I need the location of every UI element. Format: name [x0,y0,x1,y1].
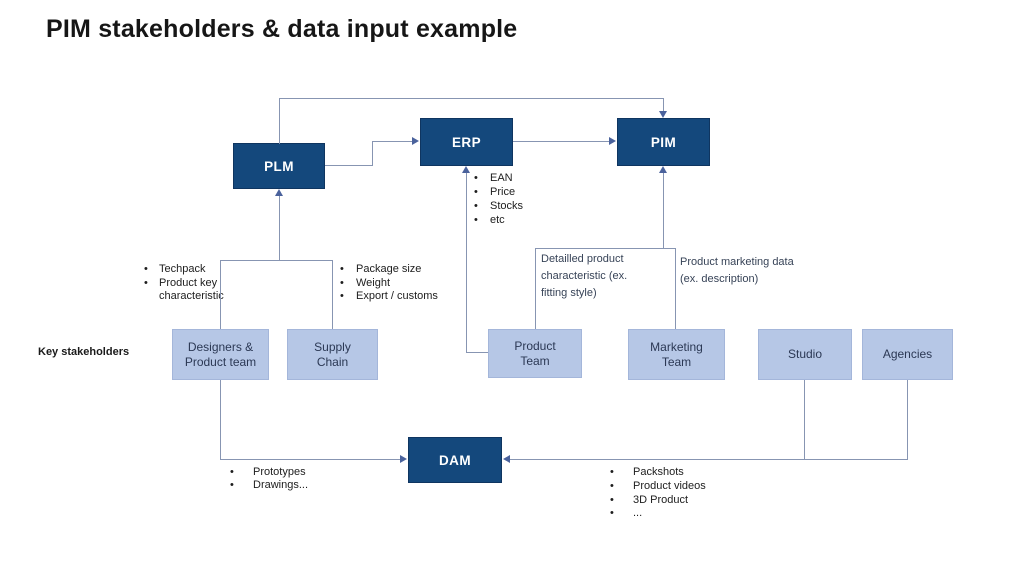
key-stakeholders-label: Key stakeholders [38,346,130,358]
product-team-to-pim-note: Detailled product characteristic (ex. fi… [541,253,628,299]
plm-box-label: PLM [264,158,294,174]
list-item: Package size [340,263,452,277]
connector-teams-to-pim-vertical [663,173,664,249]
list-item: EAN [474,171,574,185]
marketing-team-to-pim-note: Product marketing data (ex. description) [680,256,794,285]
connector-pim-top-drop [663,98,664,112]
list-item: Product key characteristic [144,277,236,304]
list-item: Techpack [144,263,236,277]
list-item: Export / customs [340,290,452,304]
connector-designers-to-dam-vertical [220,380,221,459]
stakeholder-designers-box: Designers & Product team [172,329,269,380]
erp-to-pim-data-list: EAN Price Stocks etc [474,171,574,227]
arrowhead-into-plm-bottom [275,189,283,196]
dam-box: DAM [408,437,502,483]
stakeholder-studio-box: Studio [758,329,852,380]
page-title: PIM stakeholders & data input example [46,15,518,43]
connector-teams-rail [535,248,676,249]
stakeholder-designers-label: Designers & Product team [184,339,257,369]
connector-supply-chain-riser [332,260,333,329]
erp-box-label: ERP [452,134,481,150]
list-item: Price [474,185,574,199]
designers-to-dam-input-list: Prototypes Drawings... [230,466,350,492]
supply-chain-to-plm-input-list: Package size Weight Export / customs [340,263,452,304]
list-item: 3D Product [610,494,750,508]
connector-product-team-to-erp-vertical [466,173,467,352]
connector-product-team-riser [535,248,536,329]
studio-agencies-to-dam-input-list: Packshots Product videos 3D Product ... [610,466,750,521]
connector-marketing-team-riser [675,248,676,329]
list-item: Stocks [474,199,574,213]
designers-to-plm-input-list: Techpack Product key characteristic [144,263,236,304]
arrowhead-into-dam-left [400,455,407,463]
connector-plm-to-erp-seg3 [372,141,413,142]
stakeholder-agencies-box: Agencies [862,329,953,380]
pim-box: PIM [617,118,710,166]
stakeholder-product-team-box: Product Team [488,329,582,378]
list-item: Packshots [610,466,750,480]
connector-studio-agencies-to-dam-rail [510,459,908,460]
plm-box: PLM [233,143,325,189]
connector-plm-stakeholders-rail [220,260,333,261]
connector-plm-top-vertical [279,98,280,144]
list-item: Drawings... [230,479,350,492]
arrowhead-into-pim-bottom [659,166,667,173]
connector-designers-to-dam-horizontal [220,459,401,460]
arrowhead-into-erp-bottom [462,166,470,173]
connector-plm-to-erp-seg1 [325,165,373,166]
arrowhead-into-erp-left [412,137,419,145]
connector-designers-riser [220,260,221,329]
stakeholder-supply-chain-label: Supply Chain [314,339,351,369]
connector-studio-drop [804,380,805,459]
list-item: Weight [340,277,452,291]
stakeholder-supply-chain-box: Supply Chain [287,329,378,380]
stakeholder-marketing-team-box: Marketing Team [628,329,725,380]
connector-agencies-drop [907,380,908,459]
stakeholder-agencies-label: Agencies [882,347,933,361]
list-item: ... [610,507,750,521]
list-item: Product videos [610,480,750,494]
stakeholder-studio-label: Studio [787,347,823,361]
list-item: Prototypes [230,466,350,479]
connector-plm-to-erp-seg2 [372,141,373,166]
list-item: etc [474,213,574,227]
arrowhead-into-pim-top [659,111,667,118]
arrowhead-into-dam-right [503,455,510,463]
connector-product-team-to-erp-horizontal [466,352,488,353]
stakeholder-product-team-label: Product Team [514,338,556,368]
connector-rail-to-plm-vertical [279,196,280,260]
arrowhead-into-pim-left [609,137,616,145]
dam-box-label: DAM [439,452,471,468]
connector-plm-to-pim-top-rail [279,98,664,99]
connector-erp-to-pim [513,141,609,142]
pim-box-label: PIM [650,134,677,150]
erp-box: ERP [420,118,513,166]
stakeholder-marketing-team-label: Marketing Team [650,339,703,369]
